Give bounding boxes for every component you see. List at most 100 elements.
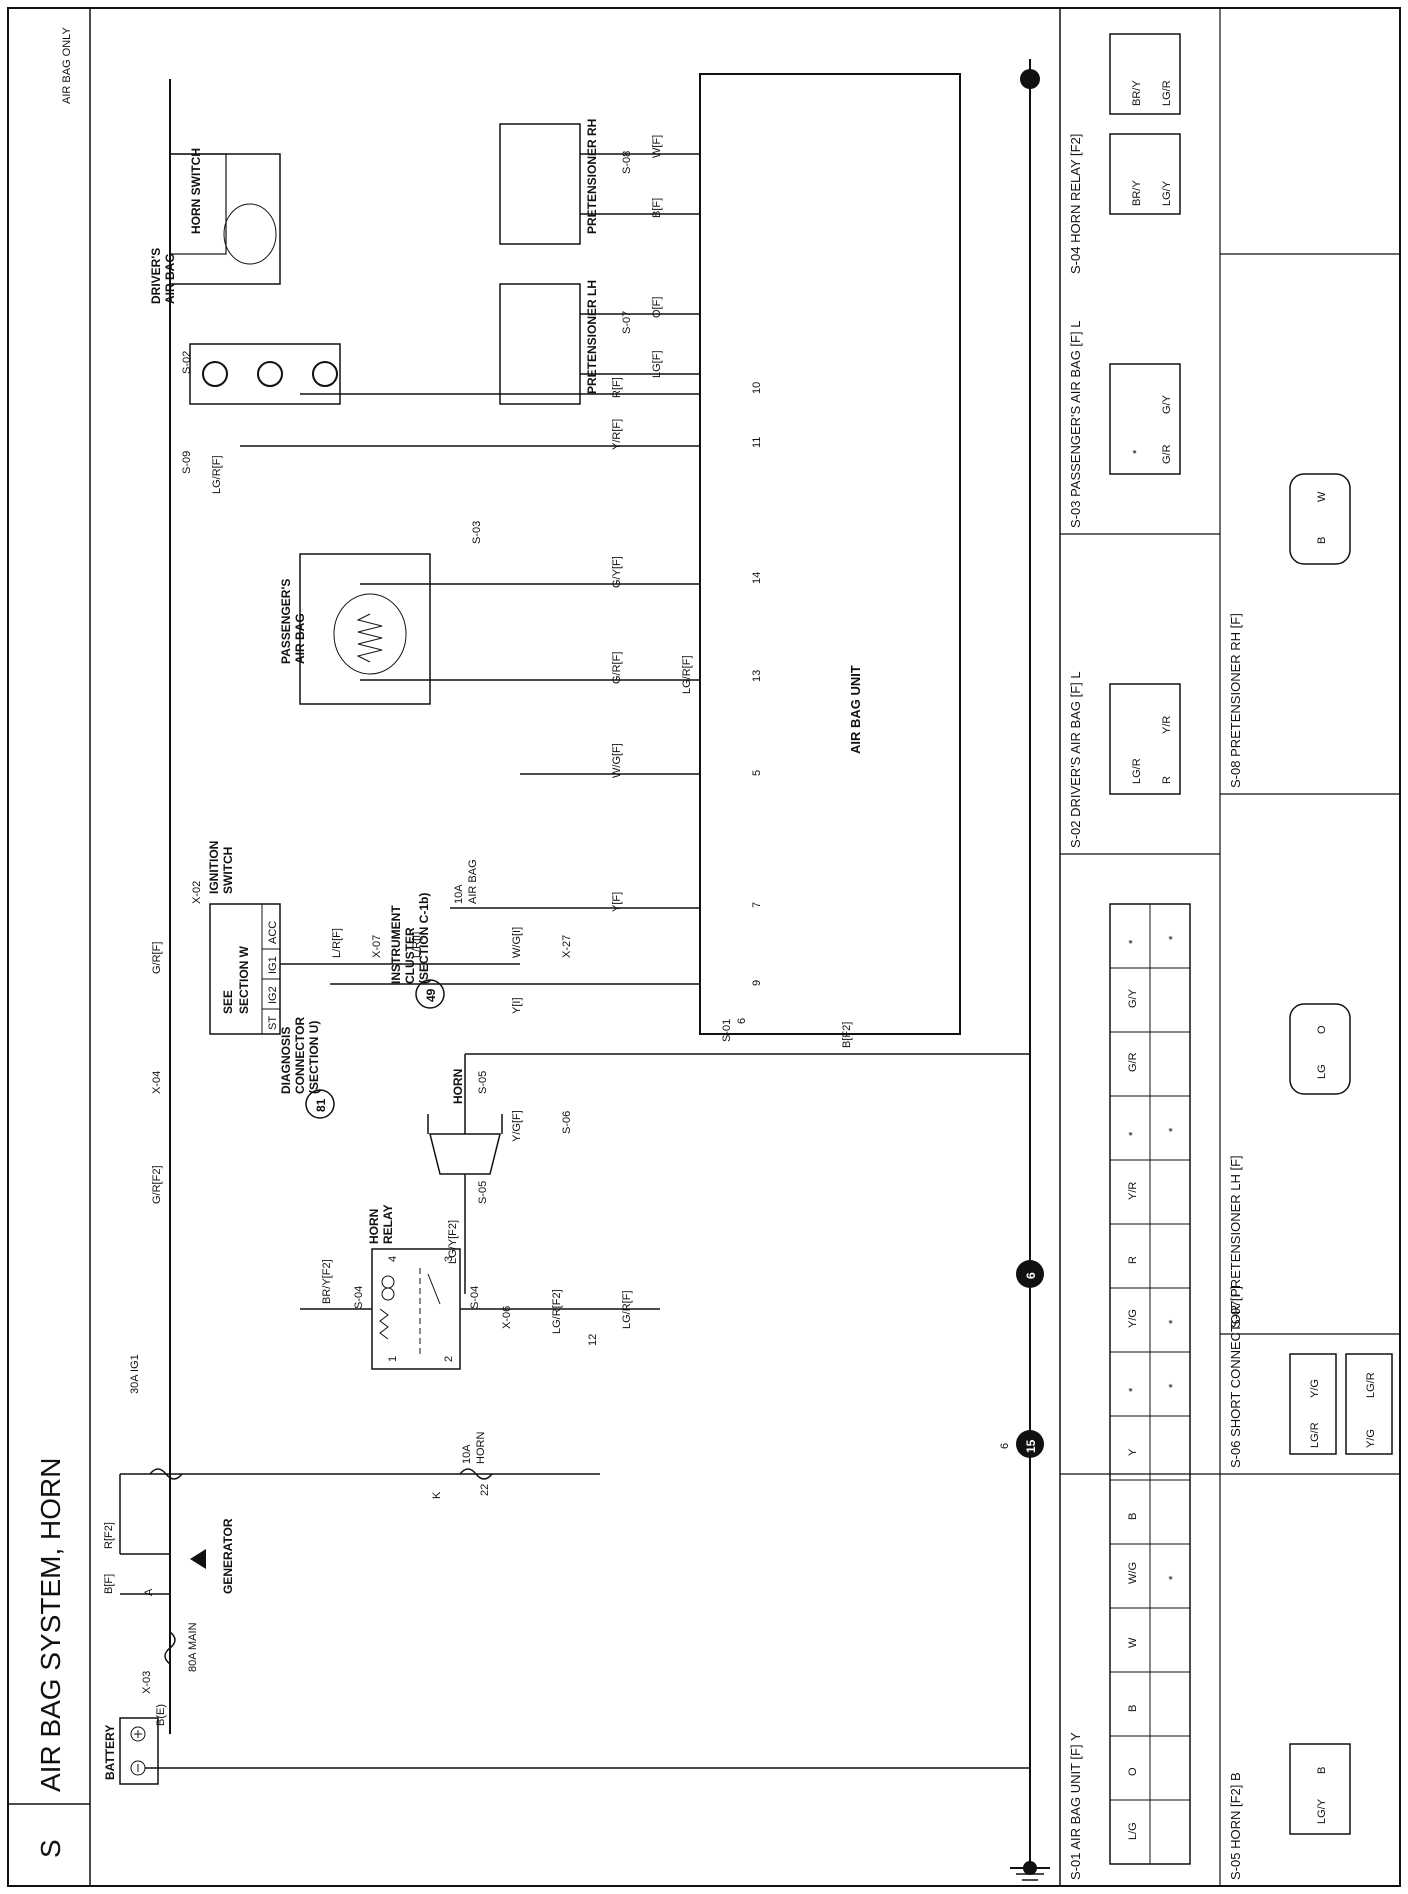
s01-bottom-cell: *	[1167, 935, 1179, 940]
s02-connector-face: LG/R R Y/R	[1109, 683, 1181, 795]
drv-airbag-label-b: AIR BAG	[163, 253, 177, 304]
s07-panel-title: S-07 PRETENSIONER LH [F]	[1228, 1155, 1243, 1328]
s03-panel-title: S-03 PASSENGER'S AIR BAG [F] L	[1068, 321, 1083, 528]
wire-yrf: Y/R[F]	[611, 419, 623, 450]
clock-spring	[189, 343, 341, 405]
wire-wgf: W/G[F]	[611, 743, 623, 778]
horn-fuse-label-a: 10A	[461, 1444, 473, 1464]
s06-connector-face: LG/R Y/G Y/G LG/R	[1289, 1353, 1393, 1455]
s08-connector-face: B W	[1289, 473, 1351, 565]
s04-label-b: S-04	[469, 1286, 481, 1309]
s01-bottom-cell: *	[1167, 1319, 1179, 1324]
unit-pin-5: 5	[751, 770, 763, 776]
wire-wf: W[F]	[651, 135, 663, 158]
wire-rf2: R[F2]	[103, 1522, 115, 1549]
unit-pin-9: 9	[751, 980, 763, 986]
header-band: S AIR BAG SYSTEM, HORN AIR BAG ONLY	[8, 8, 91, 1886]
diag-label-a: DIAGNOSIS	[279, 1027, 293, 1094]
wire-grf2: G/R[F2]	[151, 1165, 163, 1204]
wire-lgrf-drv: LG/R[F]	[211, 455, 223, 494]
relay-pin-3: 3	[443, 1256, 455, 1262]
x27-label: X-27	[561, 935, 573, 958]
s08-label: S-08	[621, 151, 633, 174]
s06-panel-title: S-06 SHORT CONNECTOR [F]	[1228, 1286, 1243, 1468]
s01-bottom-cell: *	[1167, 1575, 1179, 1580]
cluster-number: 49	[424, 988, 438, 1002]
airbag-unit-label: AIR BAG UNIT	[848, 665, 863, 754]
connector-panels: S-01 AIR BAG UNIT [F] Y S-02 DRIVER'S AI…	[1060, 8, 1400, 1886]
s04-cell-1: BR/Y	[1131, 180, 1143, 206]
x03-label-a: X-03	[141, 1671, 153, 1694]
pret-lh-label: PRETENSIONER LH	[585, 280, 599, 394]
pin-a: A	[143, 1588, 155, 1596]
ground-symbol-left	[1010, 1861, 1050, 1881]
wire-lgrf-d: LG/R[F]	[681, 655, 693, 694]
s06-cell-1: LG/R	[1309, 1422, 1321, 1448]
s04-label-a: S-04	[353, 1286, 365, 1309]
unit-pin-14: 14	[751, 572, 763, 584]
cluster-label-a: INSTRUMENT	[389, 905, 403, 984]
s05-label-b: S-05	[477, 1071, 489, 1094]
wire-yf: Y[F]	[611, 892, 623, 912]
page-title: AIR BAG SYSTEM, HORN	[35, 1458, 66, 1793]
pin-k: K	[431, 1491, 443, 1499]
s01-top-cell: B	[1127, 1705, 1139, 1712]
s01-top-cell: R	[1127, 1256, 1139, 1264]
x04-label: X-04	[151, 1071, 163, 1094]
pretensioner-rh: PRETENSIONER RH	[499, 119, 599, 245]
wire-of: O[F]	[651, 297, 663, 318]
s08-cell-1: B	[1316, 537, 1328, 544]
s01-bottom-cell: *	[1167, 1383, 1179, 1388]
ignition-label-b: SWITCH	[221, 847, 235, 894]
wire-rf: R[F]	[611, 377, 623, 398]
s06-cell-4: LG/R	[1365, 1372, 1377, 1398]
airbag-fuse-a: 10A	[453, 884, 465, 904]
s03-cell-3: G/Y	[1161, 394, 1173, 414]
wire-lgrf-relay: LG/R[F]	[621, 1290, 633, 1329]
s02-cell-3: Y/R	[1161, 716, 1173, 734]
pret-rh-label: PRETENSIONER RH	[585, 119, 599, 234]
s01-top-cell: W/G	[1127, 1562, 1139, 1584]
wire-lrf: L/R[F]	[331, 928, 343, 958]
s08-panel-title: S-08 PRETENSIONER RH [F]	[1228, 613, 1243, 788]
wire-ygf: Y/G[F]	[511, 1110, 523, 1142]
generator-arrow	[190, 1549, 206, 1569]
s08-cell-2: W	[1316, 491, 1328, 502]
ign-ig1: IG1	[267, 956, 279, 974]
s01-top-cell: O	[1127, 1767, 1139, 1776]
unit-pin-7: 7	[751, 902, 763, 908]
s01-top-cell: G/Y	[1127, 988, 1139, 1008]
s04-cell-3: BR/Y	[1131, 80, 1143, 106]
drv-airbag-label-a: DRIVER'S	[149, 248, 163, 304]
air-bag-only-note: AIR BAG ONLY	[61, 27, 73, 104]
wire-be: B(E)	[155, 1704, 167, 1726]
s05-connector-face: LG/Y B	[1289, 1743, 1351, 1835]
wire-lri: L/R[I]	[411, 932, 423, 958]
passenger-air-bag: PASSENGER'S AIR BAG	[279, 553, 431, 705]
s01-top-cell: L/G	[1127, 1822, 1139, 1840]
fuse-main-label: 80A MAIN	[187, 1622, 199, 1672]
diag-label-b: CONNECTOR	[293, 1017, 307, 1094]
wire-bf-gen: B[F]	[103, 1574, 115, 1594]
ground-point-top	[1020, 69, 1040, 89]
ground-point-6: 6	[1016, 1260, 1044, 1288]
s06-label: S-06	[561, 1111, 573, 1134]
s01-bottom-cell: *	[1167, 1127, 1179, 1132]
cluster-label-c: (SECTION C-1b)	[417, 893, 431, 984]
diag-label-c: (SECTION U)	[307, 1021, 321, 1094]
air-bag-unit: AIR BAG UNIT	[699, 73, 961, 1035]
s01-top-cell: Y	[1127, 1448, 1139, 1456]
s04-cell-4: LG/R	[1161, 80, 1173, 106]
unit-pin-10: 10	[751, 382, 763, 394]
unit-pin-13: 13	[751, 670, 763, 682]
wire-yi: Y[I]	[511, 997, 523, 1014]
x02-label: X-02	[191, 881, 203, 904]
see-section-b: SECTION W	[237, 945, 251, 1014]
unit-pin-11: 11	[751, 437, 763, 448]
wire-gyf: G/Y[F]	[611, 556, 623, 588]
wire-grf-p: G/R[F]	[611, 652, 623, 684]
